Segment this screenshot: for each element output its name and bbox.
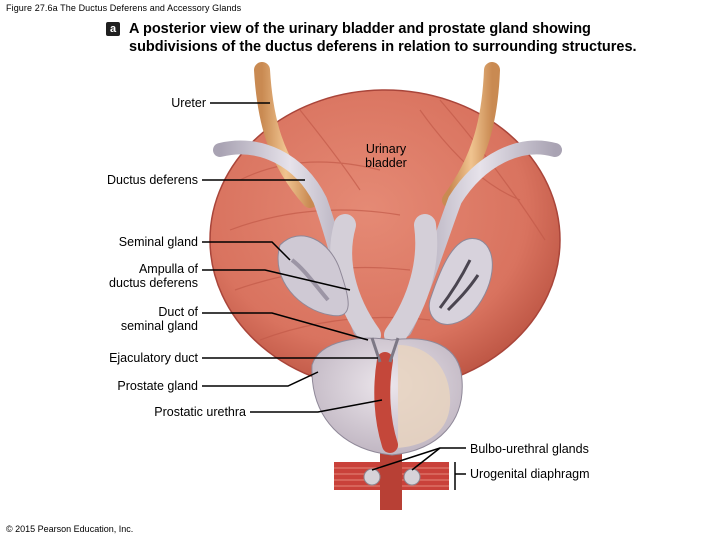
label-prostatic-urethra: Prostatic urethra: [154, 405, 246, 419]
seminal-gland-left-shape: [277, 235, 349, 317]
leader-bulbo-urethral-left: [371, 447, 441, 471]
ampulla-right-shape: [384, 214, 438, 346]
panel-title: A posterior view of the urinary bladder …: [129, 20, 669, 56]
label-urinary-bladder-line1: Urinary: [365, 142, 407, 156]
prostatic-urethra-shape: [374, 352, 398, 453]
leader-lines: [202, 102, 466, 490]
label-urogenital-diaphragm: Urogenital diaphragm: [470, 467, 590, 481]
figure-caption: Figure 27.6a The Ductus Deferens and Acc…: [6, 3, 242, 13]
leader-prostate-gland: [202, 371, 319, 387]
label-duct-seminal-line2: seminal gland: [120, 319, 198, 333]
label-ampulla: Ampulla of ductus deferens: [109, 262, 198, 290]
ejaculatory-duct-shape: [370, 337, 400, 363]
label-prostate-gland: Prostate gland: [117, 379, 198, 393]
leader-urogenital-diaphragm: [454, 462, 466, 490]
label-ampulla-line1: Ampulla of: [138, 262, 198, 276]
label-ductus-deferens: Ductus deferens: [106, 173, 198, 187]
panel-title-line2: subdivisions of the ductus deferens in r…: [129, 39, 637, 55]
label-urinary-bladder: Urinary bladder: [356, 142, 416, 170]
ampulla-left-shape: [330, 214, 381, 346]
copyright-notice: © 2015 Pearson Education, Inc.: [6, 524, 134, 534]
label-urinary-bladder-line2: bladder: [365, 156, 407, 170]
panel-title-line1: A posterior view of the urinary bladder …: [129, 21, 591, 37]
leader-duct-seminal: [202, 312, 369, 341]
label-duct-seminal-line1: Duct of: [158, 305, 198, 319]
label-ampulla-line2: ductus deferens: [109, 276, 198, 290]
leader-prostatic-urethra: [250, 399, 383, 413]
label-duct-of-seminal-gland: Duct of seminal gland: [121, 305, 198, 333]
panel-badge: a: [106, 22, 120, 36]
label-bulbo-urethral-glands: Bulbo-urethral glands: [470, 442, 589, 456]
label-ureter: Ureter: [171, 96, 206, 110]
leader-ampulla: [202, 269, 351, 291]
seminal-gland-right-shape: [428, 237, 493, 325]
label-ejaculatory-duct: Ejaculatory duct: [109, 351, 198, 365]
bulbo-urethral-gland-left: [363, 468, 381, 486]
label-seminal-gland: Seminal gland: [118, 235, 198, 249]
bulbo-urethral-gland-right: [403, 468, 421, 486]
ureter-left-shape: [254, 62, 318, 208]
leader-seminal-gland: [202, 241, 291, 261]
